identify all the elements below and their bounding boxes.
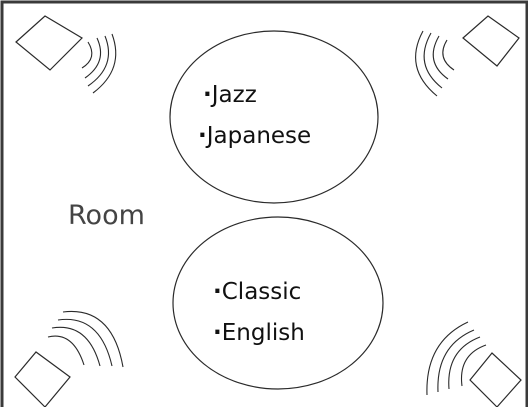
sound-waves-icon [426,321,487,396]
bottom-zone-item-2-label: English [222,320,305,346]
speaker-icon [462,15,520,67]
top-right-speaker [415,15,520,97]
bullet-icon: · [213,279,222,305]
bottom-music-zone: ·Classic ·English [172,216,384,390]
top-zone-item-1-label: Jazz [210,82,257,108]
sound-waves-icon [415,30,455,97]
speaker-icon [14,351,71,407]
top-zone-item-1: ·Jazz [203,82,257,108]
speaker-icon [15,15,83,71]
sound-waves-icon [47,310,124,368]
top-zone-item-2: ·Japanese [198,123,311,149]
bottom-zone-circle [172,216,384,390]
top-zone-circle [169,30,379,204]
bullet-icon: · [203,82,212,108]
room-label: Room [68,200,145,231]
bottom-zone-item-1-label: Classic [222,279,302,305]
top-left-speaker [15,15,117,94]
bottom-zone-item-2: ·English [213,320,305,346]
bottom-zone-item-1: ·Classic [213,279,301,305]
bottom-right-speaker [426,321,522,407]
bottom-left-speaker [14,310,124,407]
speaker-icon [469,352,522,407]
bullet-icon: · [198,123,207,149]
bullet-icon: · [213,320,222,346]
sound-waves-icon [81,33,117,94]
top-zone-item-2-label: Japanese [205,123,311,149]
top-music-zone: ·Jazz ·Japanese [169,30,379,204]
